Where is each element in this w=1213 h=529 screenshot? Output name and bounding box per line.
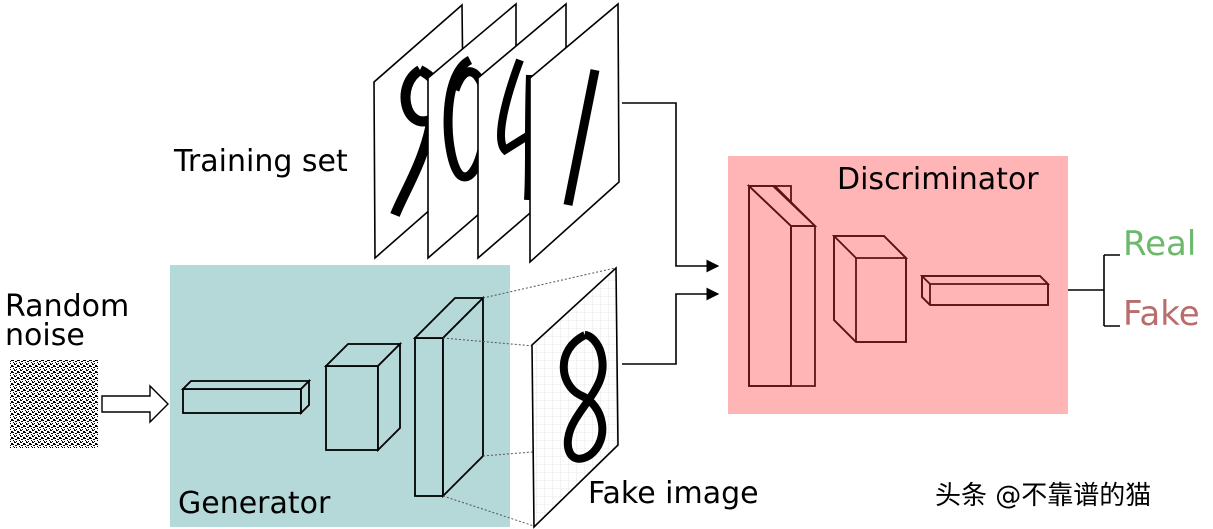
fake-output-label: Fake (1123, 294, 1200, 334)
discriminator-blocks (746, 183, 1051, 387)
random-noise-label-line1: Random (5, 289, 129, 324)
fake-image-label: Fake image (588, 476, 759, 511)
discriminator-label: Discriminator (837, 162, 1039, 197)
connectors (622, 102, 1120, 365)
fake-image (531, 266, 619, 529)
discriminator-block-3 (919, 275, 1051, 306)
generator-block-1 (180, 378, 312, 416)
generator-label: Generator (178, 486, 331, 521)
random-noise-label-line2: noise (5, 318, 85, 353)
training-card-1 (529, 2, 620, 264)
noise-arrow-icon (101, 384, 169, 424)
generator-block-2 (323, 341, 403, 453)
training-set-label: Training set (173, 144, 348, 179)
discriminator-block-1 (746, 183, 818, 387)
discriminator-block-2 (831, 235, 909, 343)
training-set-cards (373, 2, 620, 264)
generator-blocks (180, 295, 486, 499)
noise-image (10, 360, 98, 448)
watermark-text: 头条 @不靠谱的猫 (935, 481, 1151, 511)
real-output-label: Real (1123, 224, 1196, 264)
generator-block-3 (412, 295, 486, 499)
